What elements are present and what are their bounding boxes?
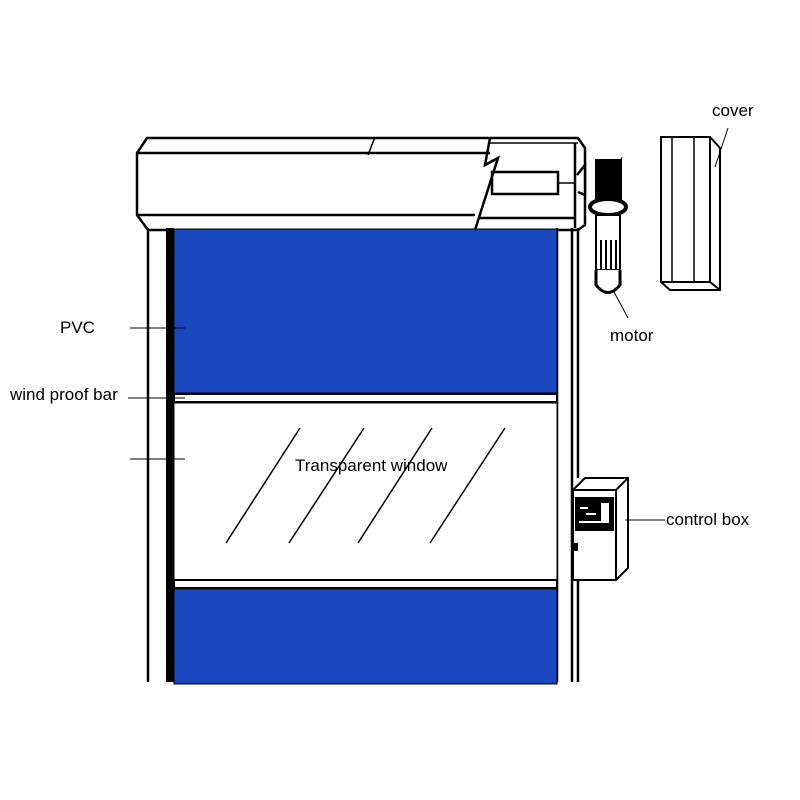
wind-proof-bar-top bbox=[173, 393, 558, 403]
label-motor: motor bbox=[610, 326, 654, 345]
pvc-panel-bottom bbox=[173, 588, 558, 685]
label-control-box: control box bbox=[666, 510, 750, 529]
label-pvc: PVC bbox=[60, 318, 95, 337]
header-housing bbox=[135, 136, 587, 232]
wind-proof-bar-bottom bbox=[173, 579, 558, 589]
pvc-panel-top bbox=[173, 228, 558, 394]
transparent-window-panel bbox=[173, 402, 558, 581]
motor-drawing bbox=[576, 156, 629, 319]
label-cover: cover bbox=[712, 101, 754, 120]
leader-lines bbox=[128, 327, 665, 521]
control-box-drawing bbox=[572, 477, 629, 581]
label-wind-proof-bar: wind proof bar bbox=[10, 385, 118, 404]
window-glare-lines bbox=[225, 427, 506, 544]
cover-drawing bbox=[660, 127, 729, 291]
label-transparent-window: Transparent window bbox=[295, 456, 448, 475]
